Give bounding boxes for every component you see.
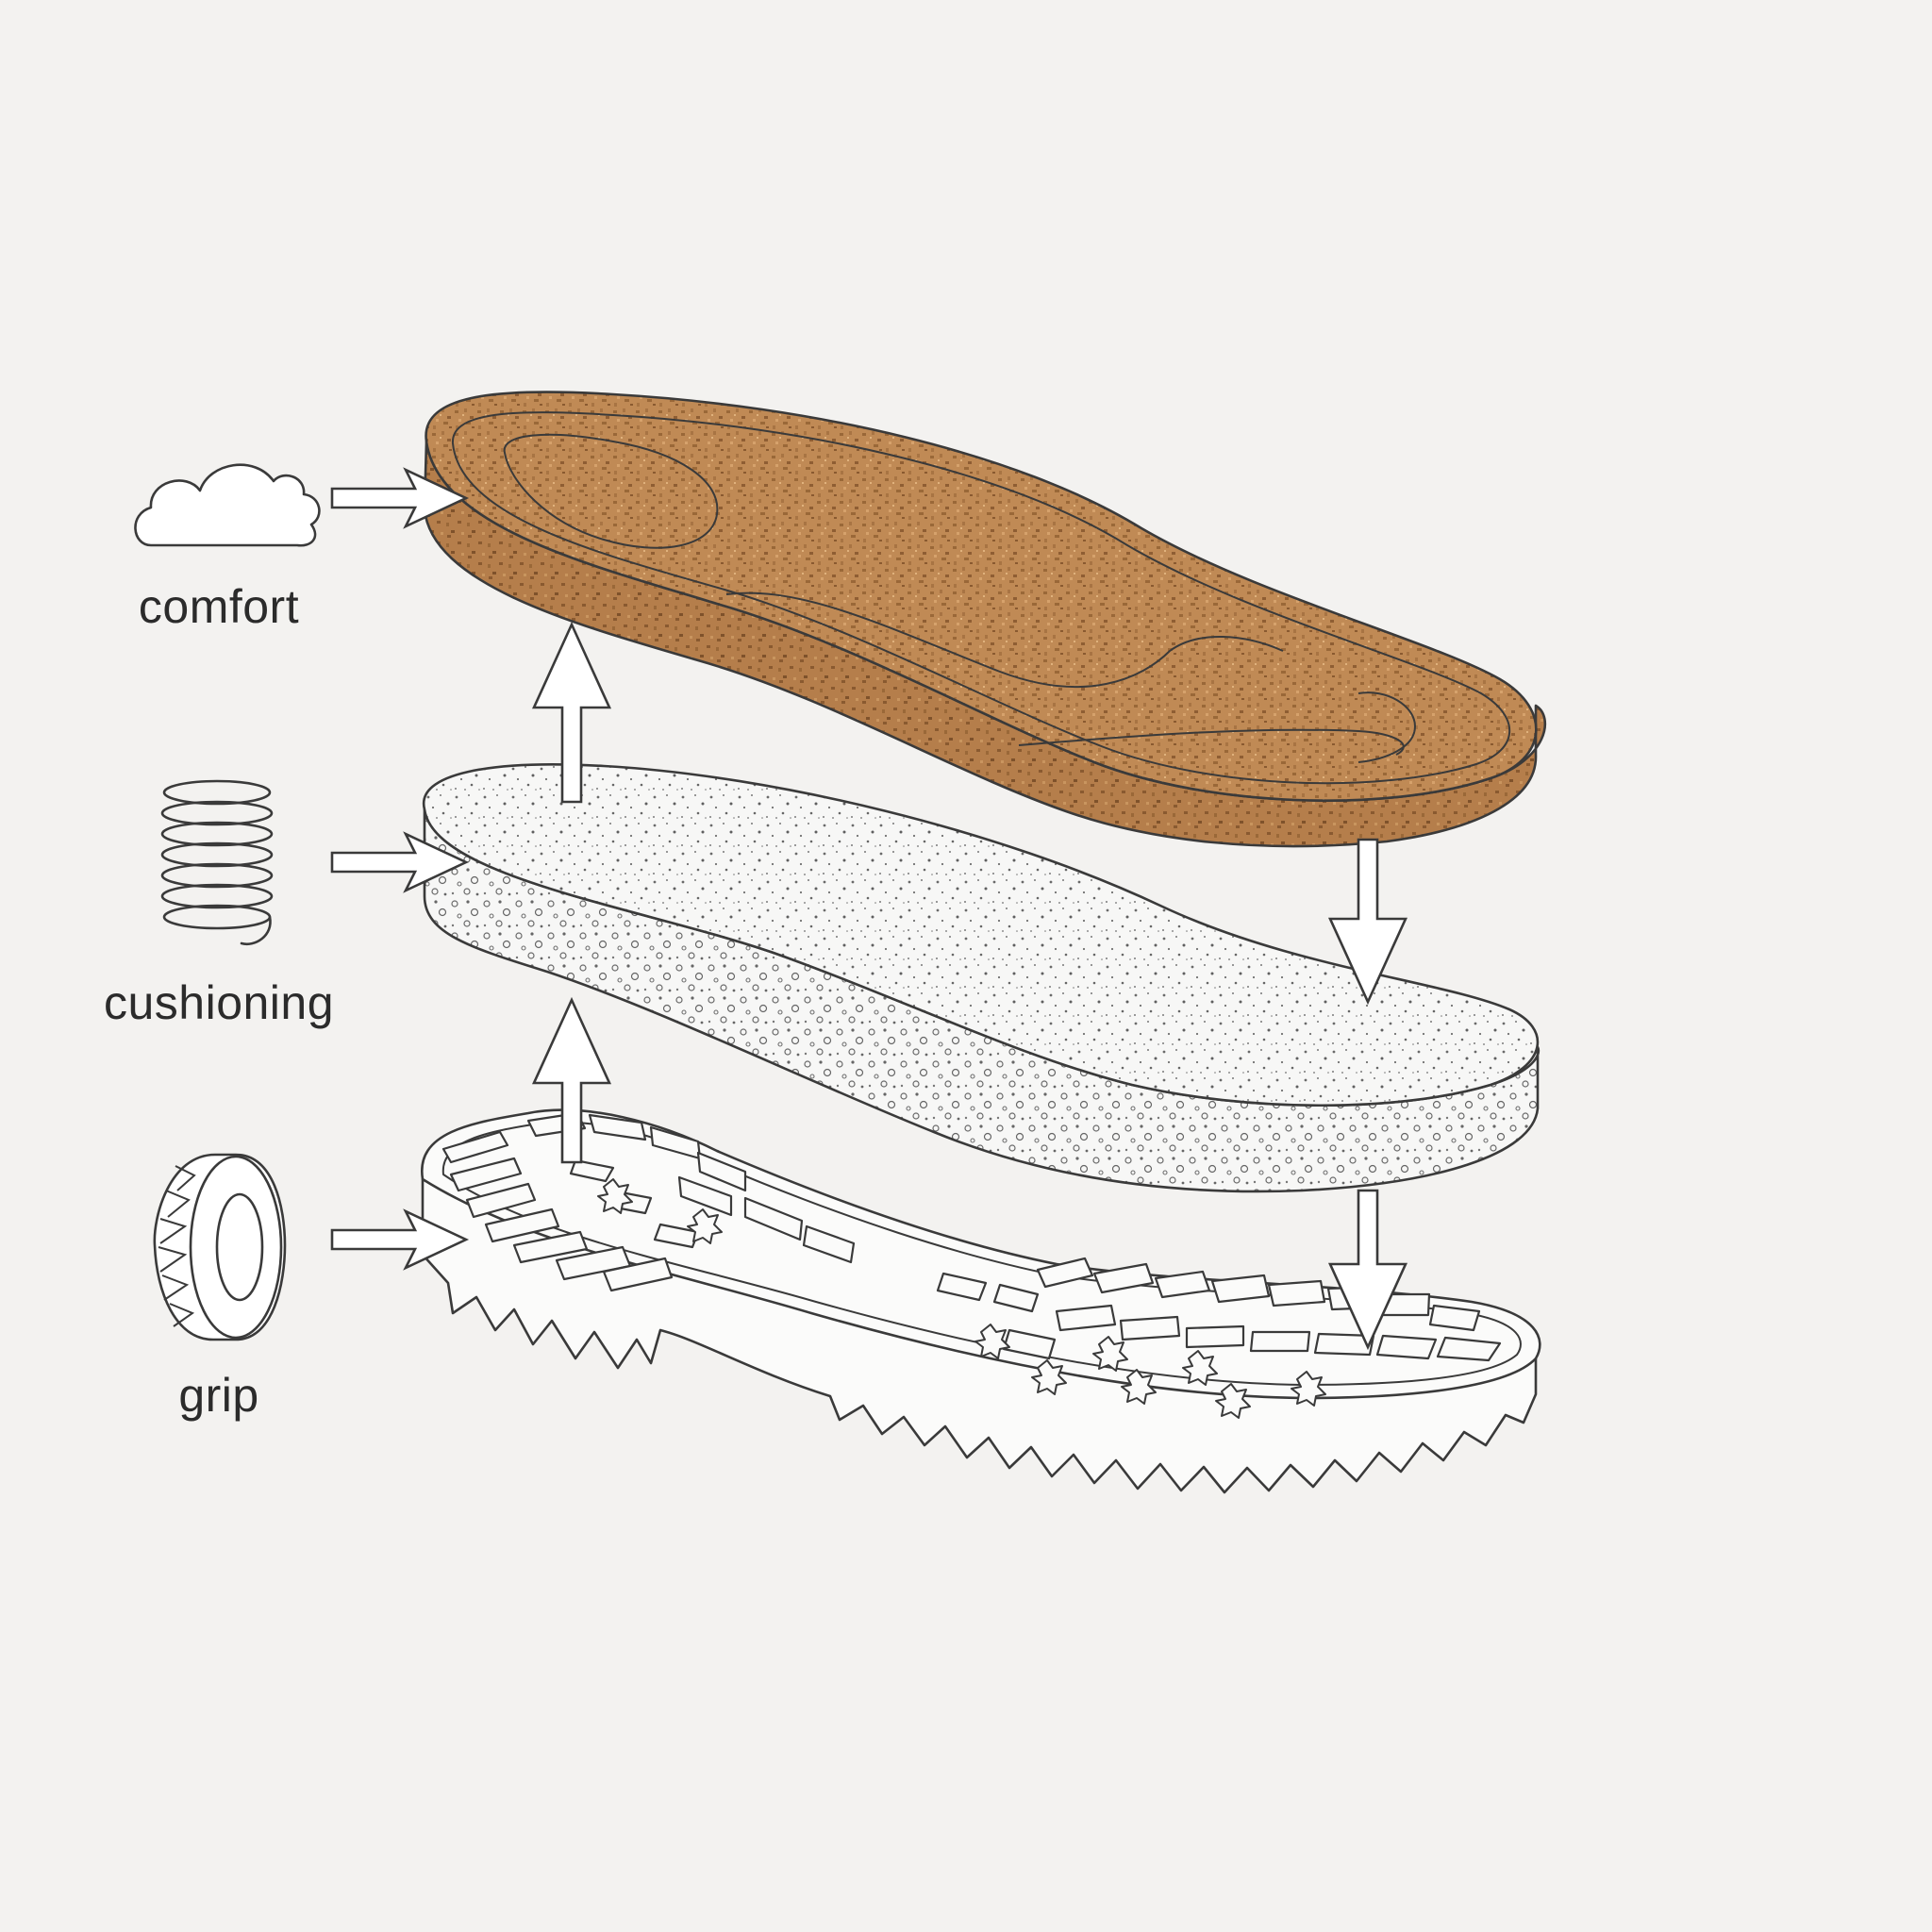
arrow-up-outsole-to-midsole [531,996,612,1164]
outsole-tread-heel [441,1111,856,1292]
outsole-tread-forefoot [936,1257,1502,1362]
midsole-top [422,763,1540,1108]
outsole-top-surface [421,1108,1541,1400]
insole-rim-contour [451,411,1511,785]
layer-label-comfort: comfort [138,580,300,633]
outsole-layer [421,1108,1541,1494]
insole-arch [725,591,1284,689]
insole-metatarsal-pad [1018,728,1405,756]
layer-label-grip: grip [178,1369,259,1422]
arrow-to-midsole [330,831,470,893]
tire-icon [153,1153,287,1341]
cloud-icon [134,463,321,547]
midsole-layer [422,763,1541,1193]
arrow-down-midsole-to-outsole [1327,1189,1408,1351]
spring-icon [160,779,274,946]
arrow-down-insole-to-midsole [1327,838,1408,1006]
insole-heel-cup [503,433,719,549]
arrows [330,467,1408,1351]
insole-layer [423,391,1547,848]
arrow-up-midsole-to-insole [531,621,612,804]
outsole-cross-lugs [597,1178,1326,1419]
arrow-to-insole [330,467,470,529]
layer-label-cushioning: cushioning [103,976,335,1029]
arrow-to-outsole [330,1208,470,1271]
insole-top [425,391,1538,802]
insole-toe-ridge [1357,691,1416,763]
